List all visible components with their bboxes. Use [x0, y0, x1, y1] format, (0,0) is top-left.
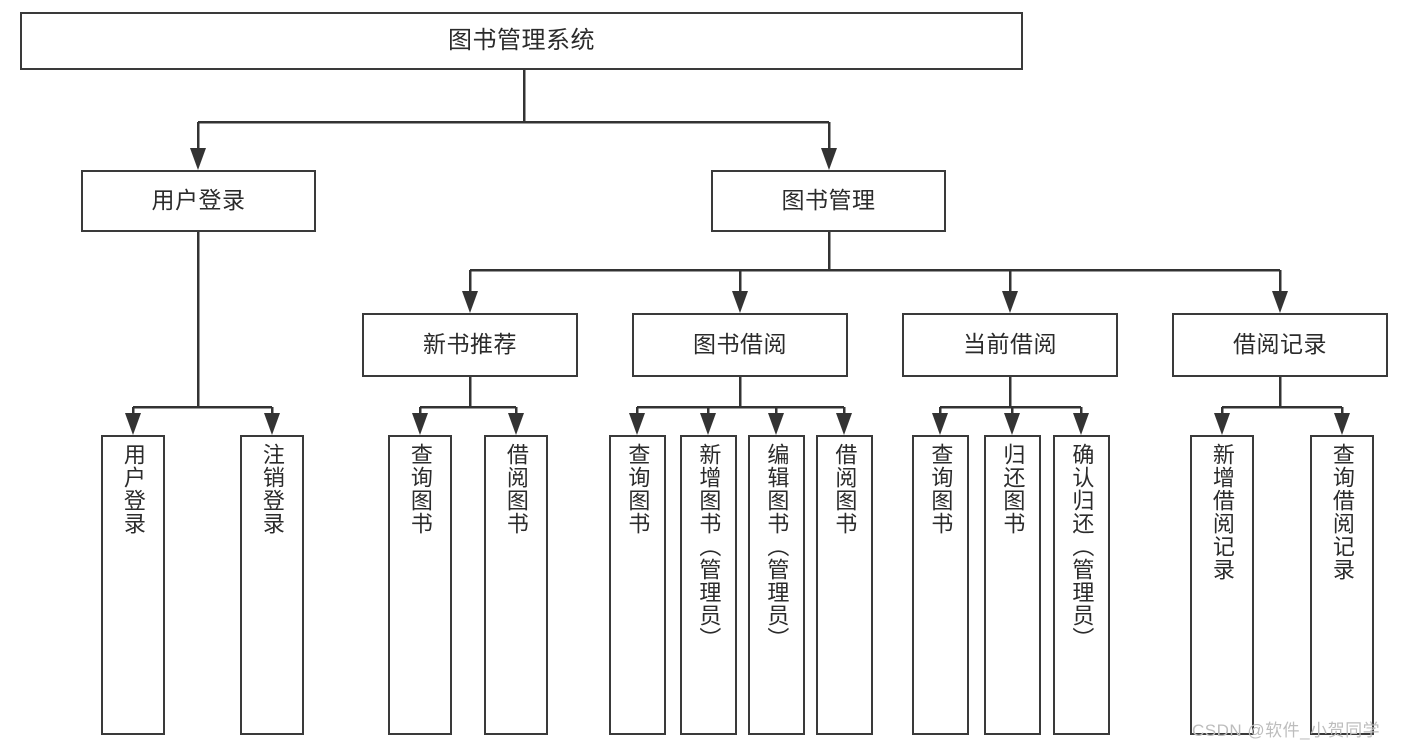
- node-leaf-borrow-book-rec-label: 借阅图书: [503, 443, 529, 535]
- node-leaf-user-login-label: 用户登录: [120, 443, 146, 535]
- connector-arrow-borrow-record-0-head: [1214, 413, 1230, 435]
- connector-arrow-borrow-record-1-head: [1334, 413, 1350, 435]
- node-leaf-add-borrow-record-label: 新增借阅记录: [1209, 443, 1235, 581]
- node-leaf-user-logout-label: 注销登录: [259, 443, 285, 535]
- node-leaf-user-login[interactable]: 用户登录: [101, 435, 165, 735]
- node-root[interactable]: 图书管理系统: [20, 12, 1023, 70]
- node-current-borrow[interactable]: 当前借阅: [902, 313, 1118, 377]
- node-leaf-query-borrow-rec[interactable]: 查询借阅记录: [1310, 435, 1374, 735]
- node-leaf-borrow-book-label: 借阅图书: [832, 443, 858, 535]
- connector-arrow-new-book-recommend-1-head: [508, 413, 524, 435]
- node-leaf-confirm-return-label: 确认归还（管理员）: [1069, 443, 1095, 650]
- node-book-manage[interactable]: 图书管理: [711, 170, 946, 232]
- node-new-book-recommend[interactable]: 新书推荐: [362, 313, 578, 377]
- node-leaf-add-book-admin-label: 新增图书（管理员）: [696, 443, 722, 650]
- node-leaf-borrow-book[interactable]: 借阅图书: [816, 435, 873, 735]
- node-book-manage-label: 图书管理: [781, 187, 876, 214]
- node-leaf-query-book-rec[interactable]: 查询图书: [388, 435, 452, 735]
- connector-arrow-current-borrow-2-head: [1073, 413, 1089, 435]
- connector-arrow-user-login-0-head: [125, 413, 141, 435]
- connector-arrow-user-login-1-head: [264, 413, 280, 435]
- connector-arrow-book-manage-2-head: [1002, 291, 1018, 313]
- node-leaf-query-book[interactable]: 查询图书: [609, 435, 666, 735]
- node-leaf-user-logout[interactable]: 注销登录: [240, 435, 304, 735]
- node-leaf-edit-book-admin[interactable]: 编辑图书（管理员）: [748, 435, 805, 735]
- node-leaf-edit-book-admin-label: 编辑图书（管理员）: [764, 443, 790, 650]
- connector-arrow-book-manage-3-head: [1272, 291, 1288, 313]
- connector-arrow-book-borrow-0-head: [629, 413, 645, 435]
- node-leaf-query-book-rec-label: 查询图书: [407, 443, 433, 535]
- node-leaf-query-borrow-rec-label: 查询借阅记录: [1329, 443, 1355, 581]
- connector-arrow-book-borrow-3-head: [836, 413, 852, 435]
- connector-arrow-root-0-head: [190, 148, 206, 170]
- connector-arrow-current-borrow-0-head: [932, 413, 948, 435]
- node-current-borrow-label: 当前借阅: [963, 331, 1057, 358]
- node-user-login-label: 用户登录: [151, 187, 246, 214]
- connector-arrow-book-borrow-1-head: [700, 413, 716, 435]
- node-leaf-add-borrow-record[interactable]: 新增借阅记录: [1190, 435, 1254, 735]
- connector-arrow-book-borrow-2-head: [768, 413, 784, 435]
- node-leaf-add-book-admin[interactable]: 新增图书（管理员）: [680, 435, 737, 735]
- node-leaf-query-book-cur[interactable]: 查询图书: [912, 435, 969, 735]
- watermark: CSDN @软件_小贺同学: [1192, 721, 1381, 740]
- connector-arrow-book-manage-1-head: [732, 291, 748, 313]
- node-leaf-return-book-label: 归还图书: [1000, 443, 1026, 535]
- node-root-label: 图书管理系统: [448, 26, 595, 54]
- node-borrow-record-label: 借阅记录: [1233, 331, 1327, 358]
- connector-arrow-new-book-recommend-0-head: [412, 413, 428, 435]
- node-new-book-recommend-label: 新书推荐: [423, 331, 517, 358]
- node-borrow-record[interactable]: 借阅记录: [1172, 313, 1388, 377]
- connector-arrow-book-manage-0-head: [462, 291, 478, 313]
- node-user-login[interactable]: 用户登录: [81, 170, 316, 232]
- node-leaf-confirm-return[interactable]: 确认归还（管理员）: [1053, 435, 1110, 735]
- node-book-borrow-label: 图书借阅: [693, 331, 787, 358]
- connector-arrow-current-borrow-1-head: [1004, 413, 1020, 435]
- node-leaf-query-book-cur-label: 查询图书: [928, 443, 954, 535]
- node-book-borrow[interactable]: 图书借阅: [632, 313, 848, 377]
- node-leaf-query-book-label: 查询图书: [625, 443, 651, 535]
- node-leaf-return-book[interactable]: 归还图书: [984, 435, 1041, 735]
- connector-arrow-root-1-head: [821, 148, 837, 170]
- node-leaf-borrow-book-rec[interactable]: 借阅图书: [484, 435, 548, 735]
